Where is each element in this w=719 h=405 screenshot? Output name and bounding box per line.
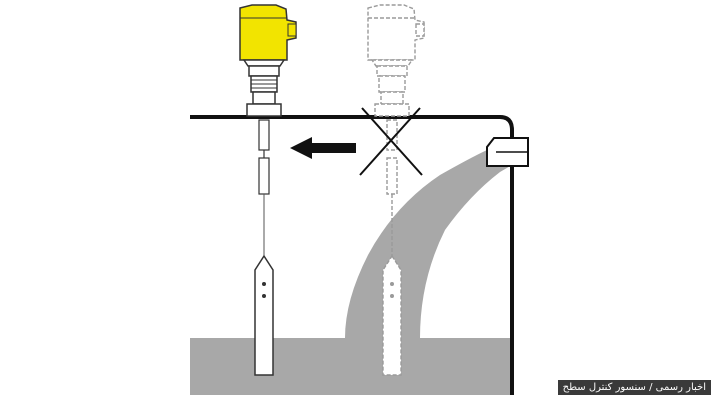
inlet-pipe (486, 137, 529, 167)
x-mark-icon (359, 107, 423, 176)
sensor-wrong-position (367, 4, 425, 376)
sensor-head-outline (367, 4, 425, 67)
watermark-caption: اخبار رسمی / سنسور کنترل سطح (557, 380, 711, 395)
tank-wall (190, 115, 514, 395)
left-arrow-icon (290, 137, 356, 159)
sensor-correct-position (239, 4, 297, 376)
filling-stream (345, 150, 512, 338)
sensor-weight (254, 254, 274, 376)
sensor-cable (258, 119, 270, 256)
sensor-head-yellow (239, 4, 297, 67)
sensor-weight-outline (382, 254, 402, 376)
sensor-fitting-outline (374, 65, 410, 117)
sensor-fitting (246, 65, 282, 117)
liquid-pool (190, 338, 512, 395)
